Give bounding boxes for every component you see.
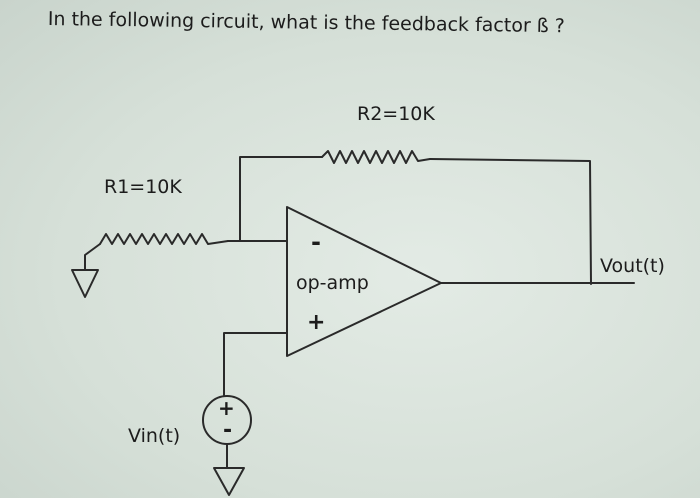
opamp-plus-sign: + [307,310,326,335]
r2-label: R2=10K [357,103,435,125]
wire-noninverting [223,332,288,396]
r1-resistor [99,233,229,245]
left-ground-icon [71,269,99,298]
opamp-label: op-amp [296,272,369,294]
wire-ground-r1 [84,243,101,271]
wire-feedback-left [239,156,323,242]
r1-label: R1=10K [104,176,182,198]
bottom-ground-icon [213,467,245,496]
source-minus-sign: - [223,418,233,443]
opamp-triangle [286,206,442,357]
r2-resistor [321,150,431,164]
vin-label: Vin(t) [128,425,181,447]
opamp-minus-sign: - [311,228,321,256]
source-plus-sign: + [218,396,235,420]
vout-label: Vout(t) [600,255,665,277]
wire-feedback-right [429,158,592,285]
